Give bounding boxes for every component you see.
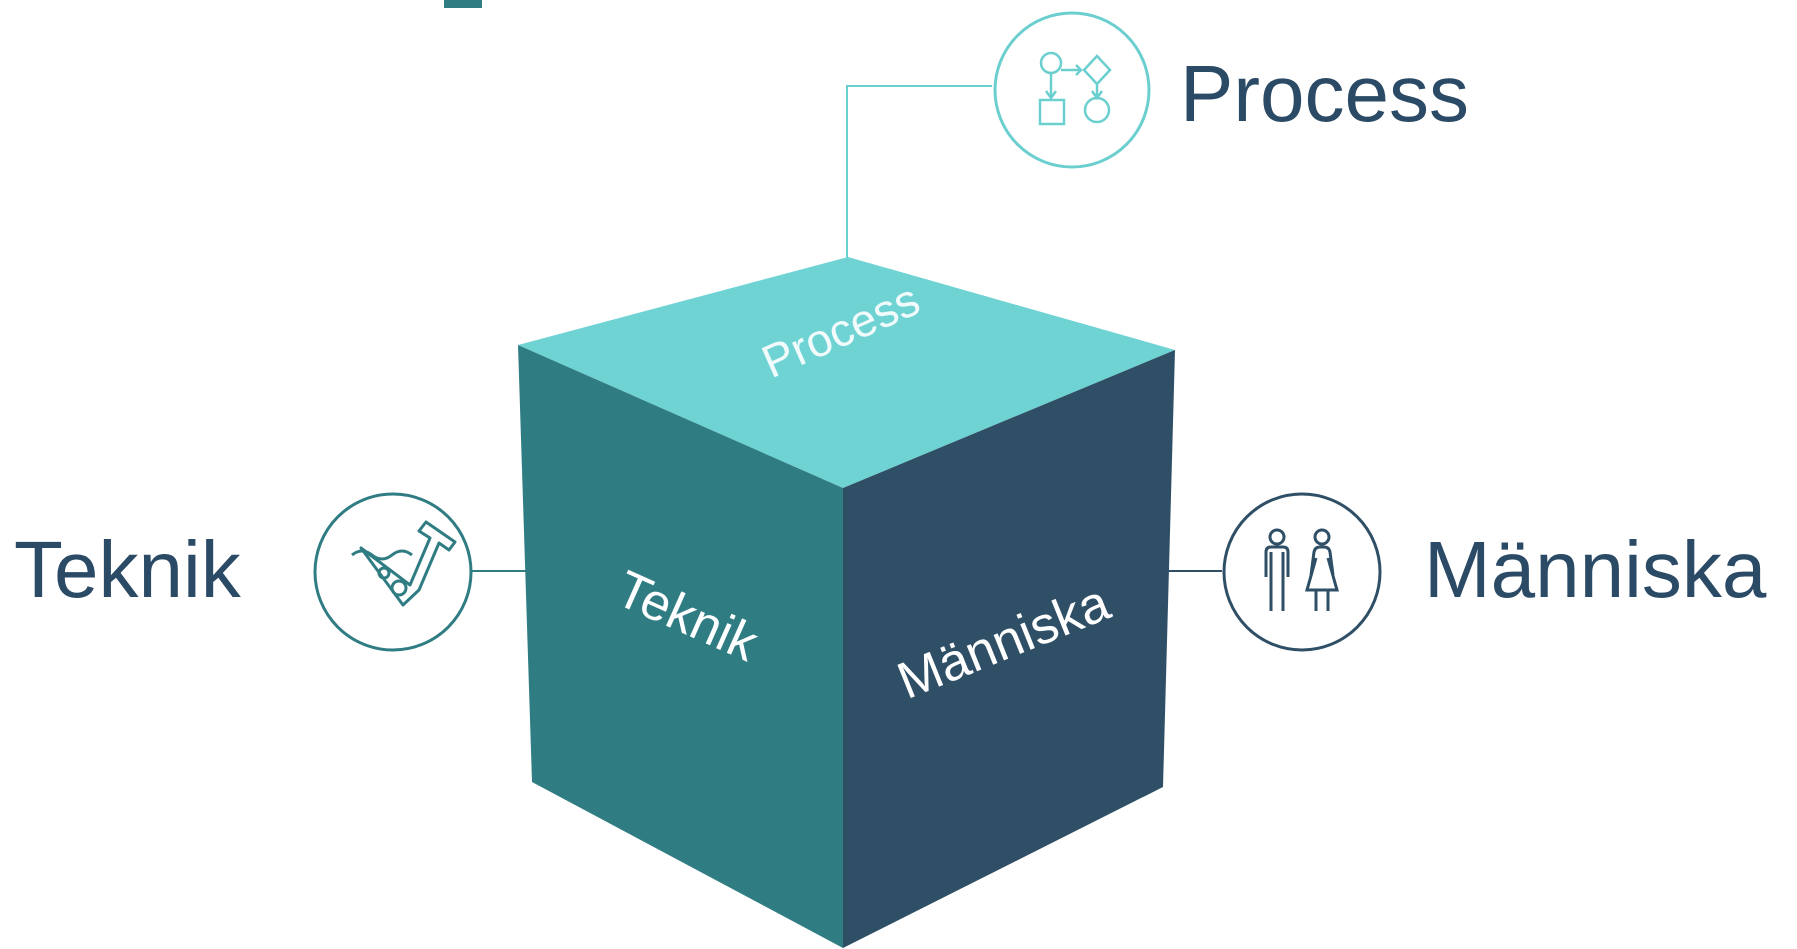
title-fragment: [444, 0, 482, 8]
flask-icon: [313, 492, 473, 652]
cube: Process Teknik Människa: [518, 257, 1175, 948]
people-icon: [1222, 492, 1382, 652]
process-label: Process: [1180, 49, 1469, 138]
teknik-label: Teknik: [14, 525, 241, 614]
cube-right-face: [843, 350, 1175, 948]
manniska-label: Människa: [1424, 525, 1767, 614]
cube-left-face: [518, 345, 843, 948]
process-flowchart-icon: [993, 11, 1151, 169]
cube-top-face: [518, 257, 1175, 488]
process-connector-line: [846, 85, 992, 258]
